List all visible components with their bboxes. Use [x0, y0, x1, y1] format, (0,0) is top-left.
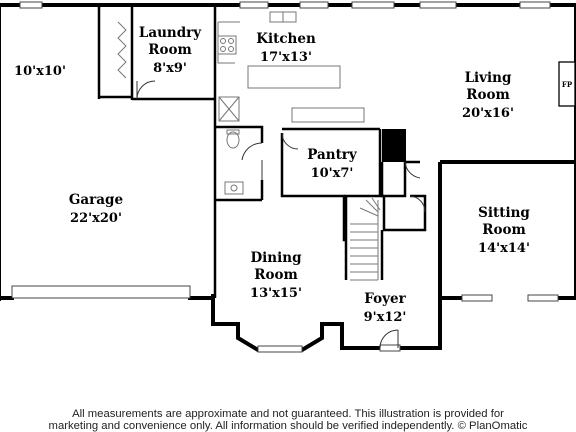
disclaimer-line-2: marketing and convenience only. All info…	[48, 420, 528, 432]
pantry-name: Pantry	[307, 147, 358, 163]
laundry-dims: 8'x9'	[153, 61, 187, 76]
sitting-name-line2: Room	[482, 222, 526, 238]
fixtures	[117, 11, 381, 281]
kitchen-name: Kitchen	[256, 31, 316, 47]
living-dims: 20'x16'	[462, 106, 514, 121]
room-labels: 10'x10' Laundry Room 8'x9' Kitchen 17'x1…	[14, 25, 573, 325]
sitting-dims: 14'x14'	[478, 241, 530, 256]
windows-and-doors	[11, 1, 559, 353]
foyer-dims: 9'x12'	[364, 310, 407, 325]
sitting-name-line1: Sitting	[478, 205, 530, 221]
disclaimer-line-1: All measurements are approximate and not…	[72, 408, 504, 420]
dining-dims: 13'x15'	[250, 286, 302, 301]
door-swings	[136, 80, 426, 349]
laundry-name-line1: Laundry	[139, 25, 202, 41]
dining-name-line1: Dining	[250, 250, 302, 266]
fireplace-label: FP	[562, 80, 573, 89]
mechanical-block	[382, 129, 406, 162]
kitchen-dims: 17'x13'	[260, 50, 312, 65]
garage-name: Garage	[69, 192, 123, 208]
interior-walls	[97, 5, 576, 298]
unlabeled-room-dims: 10'x10'	[14, 64, 66, 79]
living-name-line2: Room	[466, 87, 510, 103]
garage-dims: 22'x20'	[70, 211, 122, 226]
laundry-name-line2: Room	[148, 42, 192, 58]
living-name-line1: Living	[465, 70, 512, 86]
foyer-name: Foyer	[364, 291, 406, 307]
dining-name-line2: Room	[254, 267, 298, 283]
pantry-dims: 10'x7'	[311, 166, 354, 181]
